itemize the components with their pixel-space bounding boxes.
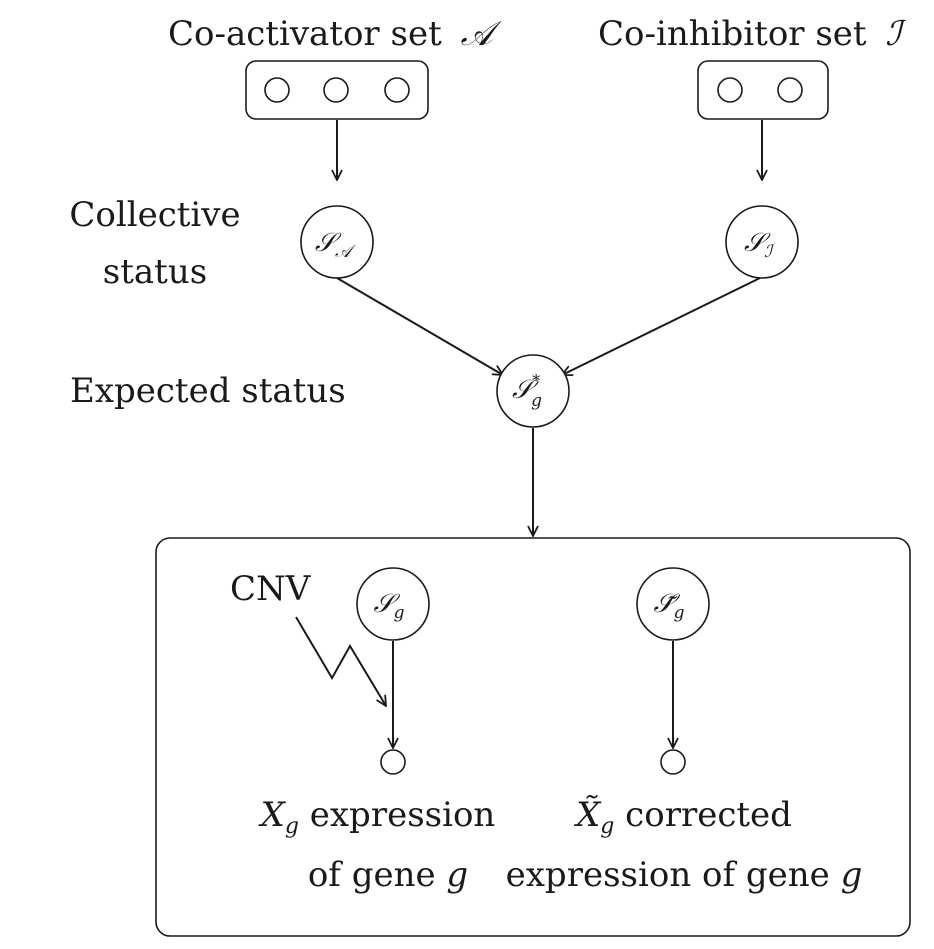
activator-member-node: [323, 77, 349, 103]
collective-status-label-line1: Collective: [69, 195, 240, 235]
collective-status-inhibitor-node: [725, 205, 799, 279]
inhibitor-to-expected-arrow: [562, 277, 761, 375]
activator-member-node: [264, 77, 290, 103]
gene-status-node: [356, 567, 430, 641]
inhibitor-member-node: [777, 77, 803, 103]
corrected-expression-label-line2: expression of gene g: [506, 855, 863, 895]
co-activator-title: Co-activator set 𝒜: [168, 14, 503, 54]
co-activator-set-box: [245, 60, 429, 120]
corrected-expression-label-line1: X̃g corrected: [573, 795, 792, 839]
collective-status-label-line2: status: [103, 252, 207, 292]
corrected-status-node: [636, 567, 710, 641]
expression-node: [380, 749, 406, 775]
cnv-zigzag-arrow: [295, 616, 386, 706]
co-inhibitor-title: Co-inhibitor set ℐ: [598, 14, 906, 54]
co-inhibitor-set-box: [697, 60, 829, 120]
activator-member-node: [384, 77, 410, 103]
expected-status-node: [496, 354, 570, 428]
gene-box: [155, 537, 911, 937]
corrected-expression-node: [660, 749, 686, 775]
expression-label-line1: Xg expression: [258, 795, 496, 839]
inhibitor-member-node: [717, 77, 743, 103]
activator-to-expected-arrow: [336, 277, 503, 375]
expected-status-label: Expected status: [70, 371, 346, 411]
expression-label-line2: of gene g: [308, 855, 468, 895]
cnv-label: CNV: [230, 569, 312, 609]
